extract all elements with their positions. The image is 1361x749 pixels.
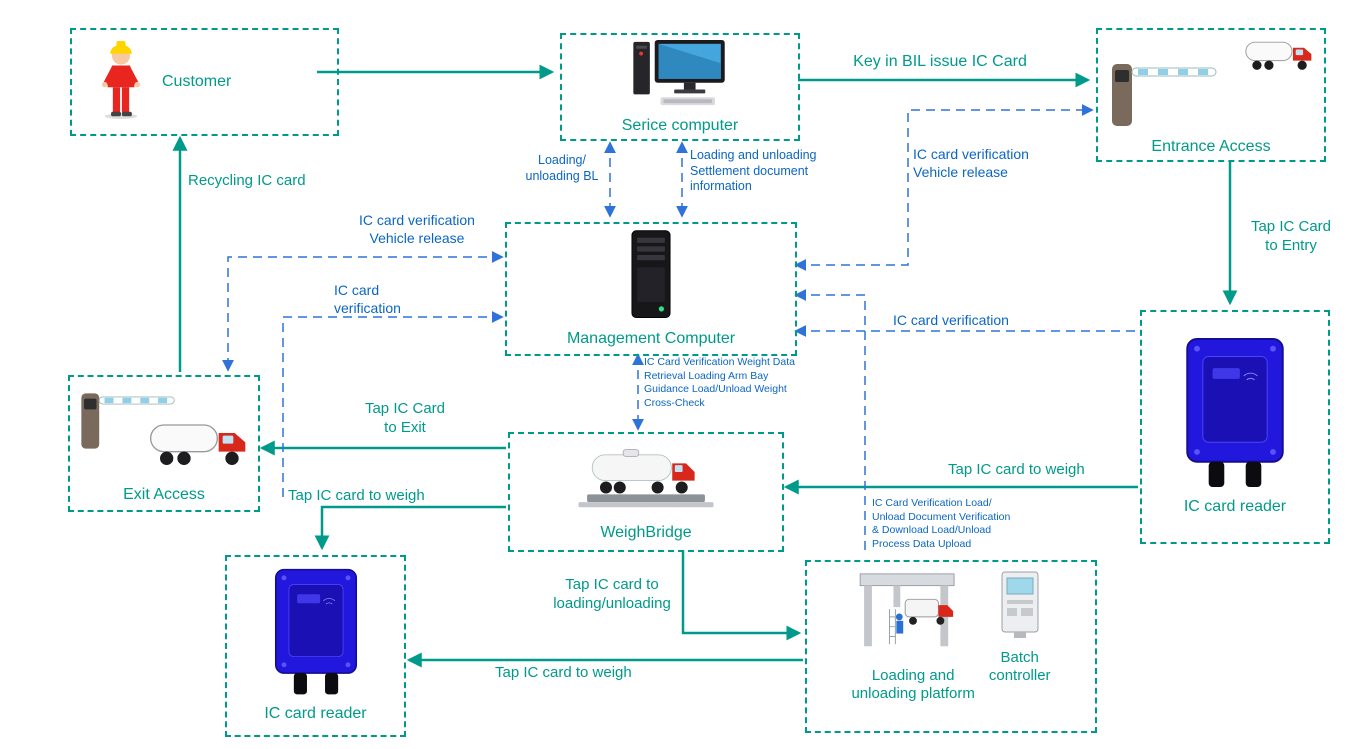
flow-label-platform-mgmt-detail: IC Card Verification Load/ Unload Docume… xyxy=(872,497,1011,550)
node-loading-platform: Loading and unloading platform Batch con… xyxy=(805,560,1097,733)
node-management-computer: Management Computer xyxy=(505,222,797,356)
node-label-batch-controller: Batch controller xyxy=(988,649,1051,684)
barrier-gate-icon xyxy=(76,391,176,456)
flow-label-key-in-bil: Key in BIL issue IC Card xyxy=(853,53,1027,70)
flow-label-mgmt-weighbridge-detail: IC Card Verification Weight Data Retriev… xyxy=(644,356,795,409)
barrier-gate-icon xyxy=(1106,62,1218,133)
flow-label-settlement-info: Loading and unloading Settlement documen… xyxy=(690,148,817,194)
customer-icon xyxy=(92,38,150,127)
card-reader-icon xyxy=(1181,337,1289,494)
node-ic-card-reader-bottom: IC card reader xyxy=(225,555,406,737)
node-label-entrance-access: Entrance Access xyxy=(1151,137,1271,155)
arrow-weighbridge-to-reader-bottom xyxy=(314,505,506,551)
flow-label-verification-release-left: IC card verification Vehicle release xyxy=(359,212,475,246)
node-label-customer: Customer xyxy=(162,73,232,91)
node-customer: Customer xyxy=(70,28,339,136)
node-label-management-computer: Management Computer xyxy=(566,330,736,348)
flow-label-ic-verification-right: IC card verification xyxy=(893,312,1009,328)
server-tower-icon xyxy=(626,229,676,326)
node-service-computer: Serice computer xyxy=(560,33,800,141)
flow-label-recycling-ic-card: Recycling IC card xyxy=(188,172,306,189)
node-exit-access: Exit Access xyxy=(68,375,260,512)
node-label-ic-card-reader-bottom: IC card reader xyxy=(264,705,367,723)
node-entrance-access: Entrance Access xyxy=(1096,28,1326,162)
flow-label-tap-exit: Tap IC Card to Exit xyxy=(364,400,446,436)
node-weighbridge: WeighBridge xyxy=(508,432,784,552)
flow-label-verification-release-right: IC card verification Vehicle release xyxy=(913,146,1029,180)
arrow-platform-to-mgmt xyxy=(794,289,866,556)
node-label-ic-card-reader-right: IC card reader xyxy=(1183,498,1287,516)
batch-controller-icon xyxy=(994,568,1046,645)
card-reader-icon xyxy=(270,568,362,701)
arrow-mgmt-entrance xyxy=(794,104,1094,271)
flow-label-tap-weigh-left: Tap IC card to weigh xyxy=(288,487,425,504)
node-label-exit-access: Exit Access xyxy=(123,485,205,503)
loading-platform-icon xyxy=(854,568,972,663)
flow-label-tap-weigh-right: Tap IC card to weigh xyxy=(948,461,1085,478)
flow-label-tap-loading: Tap IC card to loading/unloading xyxy=(553,576,671,612)
flow-label-tap-weigh-bottom: Tap IC card to weigh xyxy=(495,664,632,681)
flow-label-ic-verification-left: IC card verification xyxy=(334,282,401,316)
arrow-weighbridge-to-platform xyxy=(681,550,802,641)
weighbridge-truck-icon xyxy=(571,441,721,520)
flow-label-loading-unloading-bl: Loading/ unloading BL xyxy=(525,153,599,183)
truck-icon xyxy=(148,417,252,478)
node-label-weighbridge: WeighBridge xyxy=(600,524,692,542)
truck-icon xyxy=(1244,36,1316,81)
node-label-loading-platform: Loading and unloading platform xyxy=(851,667,975,702)
node-ic-card-reader-right: IC card reader xyxy=(1140,310,1330,544)
flow-label-tap-entry: Tap IC Card to Entry xyxy=(1250,218,1332,254)
desktop-computer-icon xyxy=(630,38,730,113)
node-label-service-computer: Serice computer xyxy=(621,117,739,135)
